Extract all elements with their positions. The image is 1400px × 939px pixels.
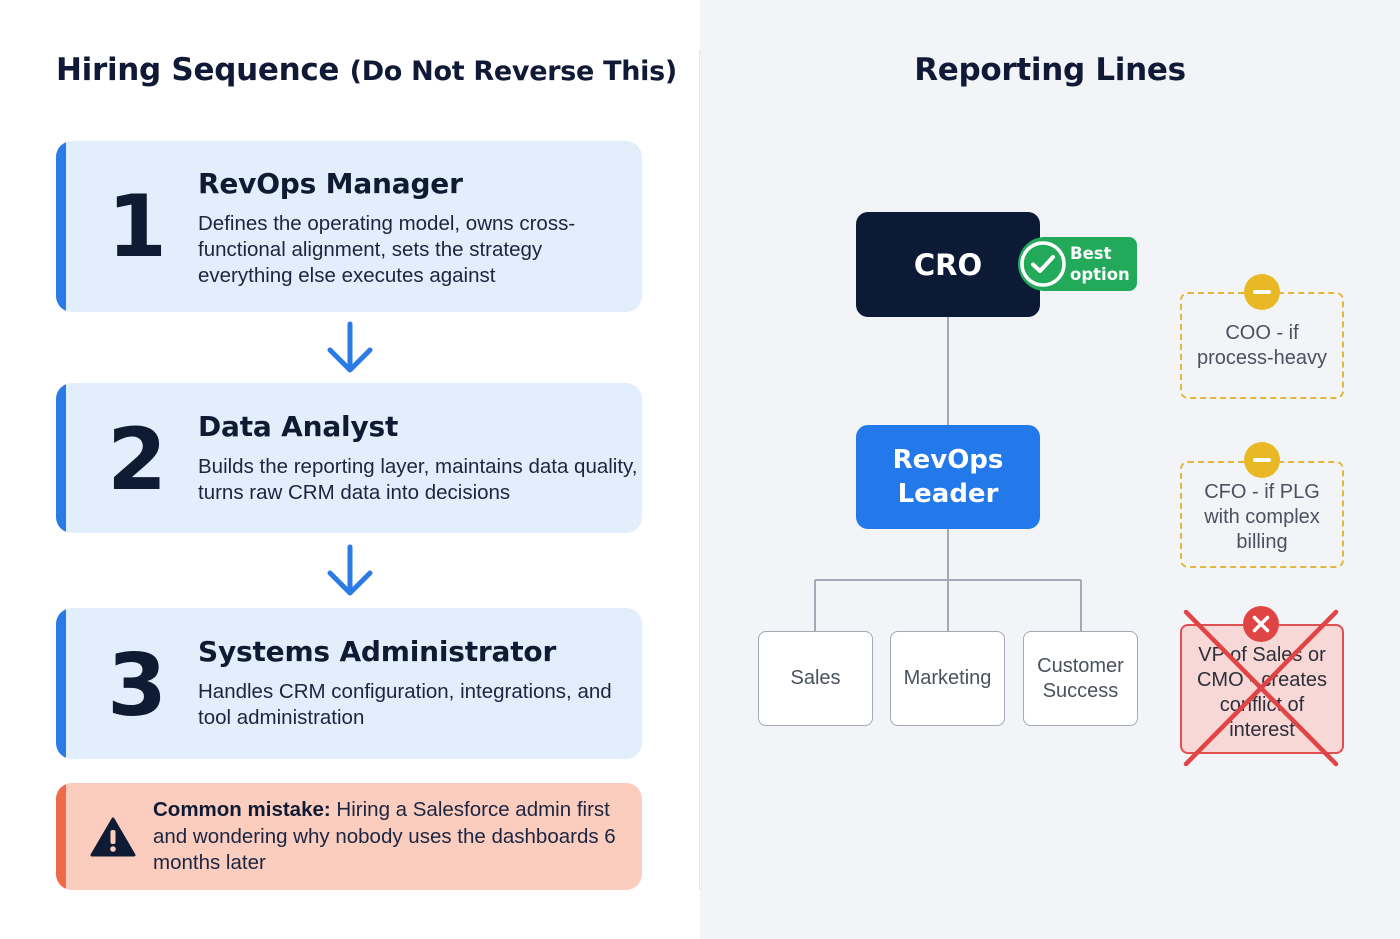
step-card-1: 1 RevOps Manager Defines the operating m…: [56, 141, 642, 312]
step-description: Handles CRM configuration, integrations,…: [198, 680, 612, 729]
minus-circle-icon: [1244, 442, 1280, 478]
warning-label: Common mistake:: [153, 798, 331, 821]
step-description: Defines the operating model, owns cross-…: [198, 212, 576, 287]
step-description: Builds the reporting layer, maintains da…: [198, 455, 638, 504]
best-option-badge: Best option: [1018, 237, 1137, 291]
warning-text: Common mistake: Hiring a Salesforce admi…: [153, 797, 623, 877]
alternative-label: CFO - if PLG with complex billing: [1204, 481, 1320, 553]
reporting-lines-panel: [700, 0, 1400, 939]
step-accent-bar: [56, 141, 66, 312]
hiring-sequence-heading: Hiring Sequence (Do Not Reverse This): [56, 52, 677, 88]
alternative-label: VP of Sales or CMO - creates conflict of…: [1196, 644, 1328, 741]
hiring-sequence-note: (Do Not Reverse This): [349, 56, 678, 87]
common-mistake-callout: Common mistake: Hiring a Salesforce admi…: [56, 783, 642, 890]
alternative-label: COO - if process-heavy: [1196, 321, 1328, 369]
reporting-lines-heading: Reporting Lines: [914, 52, 1186, 88]
best-option-label: Best option: [1070, 244, 1130, 284]
check-circle-icon: [1020, 241, 1066, 287]
down-arrow-icon: [327, 544, 373, 596]
step-accent-bar: [56, 383, 66, 533]
hiring-sequence-title: Hiring Sequence: [56, 52, 340, 88]
warning-accent-bar: [56, 783, 66, 890]
down-arrow-icon: [327, 321, 373, 373]
minus-circle-icon: [1244, 274, 1280, 310]
revops-leader-node: RevOps Leader: [856, 425, 1040, 529]
department-node-customer-success: Customer Success: [1023, 631, 1138, 726]
cro-node: CRO: [856, 212, 1040, 317]
step-number: 2: [107, 410, 167, 510]
step-title: RevOps Manager: [198, 167, 463, 200]
department-node-sales: Sales: [758, 631, 873, 726]
step-title: Data Analyst: [198, 410, 399, 443]
step-number: 1: [107, 177, 167, 277]
step-number: 3: [107, 636, 167, 736]
step-card-2: 2 Data Analyst Builds the reporting laye…: [56, 383, 642, 533]
alternative-vp-sales-cmo: VP of Sales or CMO - creates conflict of…: [1180, 624, 1344, 754]
alternative-cfo: CFO - if PLG with complex billing: [1180, 461, 1344, 568]
department-node-marketing: Marketing: [890, 631, 1005, 726]
org-chart-connectors: [814, 317, 1082, 631]
panel-divider: [699, 50, 700, 890]
step-accent-bar: [56, 608, 66, 759]
warning-triangle-icon: [90, 817, 136, 857]
x-circle-icon: [1243, 606, 1279, 642]
step-title: Systems Administrator: [198, 635, 557, 668]
step-card-3: 3 Systems Administrator Handles CRM conf…: [56, 608, 642, 759]
warning-message: Hiring a Salesforce admin first and wond…: [153, 798, 616, 874]
rejected-cross-icon: [1183, 609, 1339, 767]
